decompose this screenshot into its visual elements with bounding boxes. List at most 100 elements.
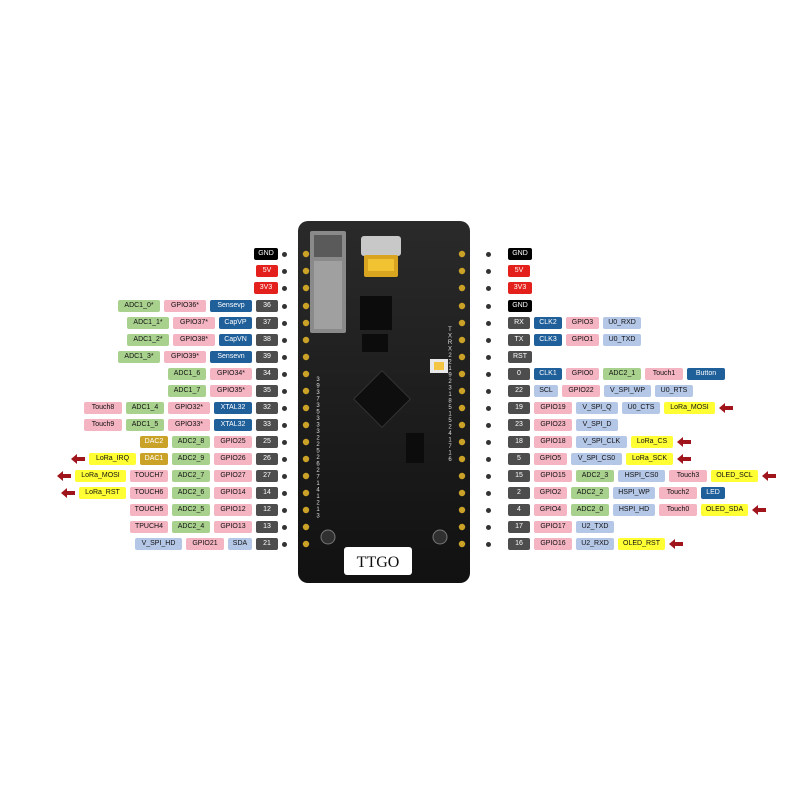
pin-label: V_SPI_CS0 bbox=[571, 453, 622, 465]
pin-label: DAC2 bbox=[140, 436, 168, 448]
header-pin bbox=[458, 523, 466, 531]
pin-dot bbox=[486, 491, 491, 496]
arrow-left-icon bbox=[669, 539, 683, 549]
pin-label: GPIO2 bbox=[534, 487, 567, 499]
header-pin bbox=[458, 250, 466, 258]
silkscreen-digit: 3 bbox=[316, 403, 320, 409]
arrow-left-icon bbox=[677, 437, 691, 447]
pin-label: 35 bbox=[256, 385, 278, 397]
pin-label: GPIO22 bbox=[562, 385, 600, 397]
silkscreen-digit: 2 bbox=[448, 360, 452, 366]
pin-dot bbox=[282, 372, 287, 377]
pin-label: 5V bbox=[256, 265, 278, 277]
pin-label: GPIO32* bbox=[168, 402, 210, 414]
arrow-left-icon bbox=[752, 505, 766, 515]
board-illustration: TTGO 3937353332252627141213TXRX221923185… bbox=[298, 221, 470, 583]
header-pin bbox=[458, 540, 466, 548]
pin-label: Touch2 bbox=[659, 487, 697, 499]
pin-label: TOUCH5 bbox=[130, 504, 168, 516]
pin-dot bbox=[282, 286, 287, 291]
pin-dot bbox=[282, 423, 287, 428]
pin-label: ADC1_4 bbox=[126, 402, 164, 414]
pin-dot bbox=[282, 525, 287, 530]
pin-label: 23 bbox=[508, 419, 530, 431]
pin-label: GPIO23 bbox=[534, 419, 572, 431]
pin-label: 19 bbox=[508, 402, 530, 414]
pin-label: GND bbox=[508, 300, 532, 312]
pin-label: ADC1_5 bbox=[126, 419, 164, 431]
pin-label: ADC1_7 bbox=[168, 385, 206, 397]
pin-label: GPIO18 bbox=[534, 436, 572, 448]
silkscreen-digit: 4 bbox=[316, 488, 320, 494]
pin-label: ADC2_4 bbox=[172, 521, 210, 533]
silkscreen-digit: 6 bbox=[448, 457, 452, 463]
header-pin bbox=[302, 455, 310, 463]
arrow-left-icon bbox=[719, 403, 733, 413]
pin-label: GPIO26 bbox=[214, 453, 252, 465]
pin-label: V_SPI_HD bbox=[135, 538, 182, 550]
silkscreen-digit: 1 bbox=[316, 507, 320, 513]
silkscreen-digit: 3 bbox=[448, 386, 452, 392]
pin-label: 27 bbox=[256, 470, 278, 482]
pin-label: 0 bbox=[508, 368, 530, 380]
silkscreen-digit: 2 bbox=[448, 379, 452, 385]
header-pin bbox=[302, 267, 310, 275]
silkscreen-digit: 1 bbox=[448, 366, 452, 372]
silkscreen-digit: 7 bbox=[316, 475, 320, 481]
pin-label: U2_RXD bbox=[576, 538, 614, 550]
pin-label: Sensevn bbox=[210, 351, 252, 363]
pin-label: GPIO39* bbox=[164, 351, 206, 363]
arrow-left-icon bbox=[762, 471, 776, 481]
pin-label: 22 bbox=[508, 385, 530, 397]
pin-label: TOUCH7 bbox=[130, 470, 168, 482]
pin-label: GPIO13 bbox=[214, 521, 252, 533]
pin-label: Button bbox=[687, 368, 725, 380]
silkscreen-digit: 7 bbox=[316, 397, 320, 403]
silkscreen-digit: 3 bbox=[316, 423, 320, 429]
pin-dot bbox=[486, 457, 491, 462]
silkscreen-digit: 5 bbox=[448, 405, 452, 411]
header-pin bbox=[458, 387, 466, 395]
pin-label: ADC2_3 bbox=[576, 470, 614, 482]
pin-label: 14 bbox=[256, 487, 278, 499]
pin-label: ADC1_2* bbox=[127, 334, 169, 346]
header-pin bbox=[302, 336, 310, 344]
pin-label: U0_RTS bbox=[655, 385, 693, 397]
pin-label: 21 bbox=[256, 538, 278, 550]
pin-label: 16 bbox=[508, 538, 530, 550]
pin-label: RST bbox=[508, 351, 532, 363]
silkscreen-digit: X bbox=[448, 334, 452, 340]
pin-dot bbox=[282, 491, 287, 496]
header-pin bbox=[458, 302, 466, 310]
pin-label: 2 bbox=[508, 487, 530, 499]
pin-label: ADC2_0 bbox=[571, 504, 609, 516]
pin-label: CLK3 bbox=[534, 334, 562, 346]
silkscreen-digit: 1 bbox=[448, 392, 452, 398]
pin-label: U2_TXD bbox=[576, 521, 614, 533]
header-pin bbox=[302, 489, 310, 497]
pin-label: OLED_SCL bbox=[711, 470, 758, 482]
pin-dot bbox=[486, 389, 491, 394]
silkscreen-digit: 1 bbox=[316, 481, 320, 487]
pin-label: GPIO5 bbox=[534, 453, 567, 465]
silkscreen-digit: 2 bbox=[448, 353, 452, 359]
pin-dot bbox=[282, 457, 287, 462]
pin-dot bbox=[282, 389, 287, 394]
pin-label: XTAL32 bbox=[214, 419, 252, 431]
header-pin bbox=[302, 353, 310, 361]
arrow-left-icon bbox=[677, 454, 691, 464]
arrow-left-icon bbox=[57, 471, 71, 481]
header-pin bbox=[458, 353, 466, 361]
header-pin bbox=[302, 284, 310, 292]
pin-label: ADC2_1 bbox=[603, 368, 641, 380]
pin-label: 5 bbox=[508, 453, 530, 465]
silkscreen-digit: 2 bbox=[316, 501, 320, 507]
silkscreen-digit: 1 bbox=[316, 494, 320, 500]
silkscreen-digit: 5 bbox=[316, 449, 320, 455]
pin-label: 15 bbox=[508, 470, 530, 482]
pin-label: 4 bbox=[508, 504, 530, 516]
usb-chip bbox=[360, 296, 392, 330]
pin-label: GPIO38* bbox=[173, 334, 215, 346]
pin-label: GPIO4 bbox=[534, 504, 567, 516]
pin-dot bbox=[486, 423, 491, 428]
